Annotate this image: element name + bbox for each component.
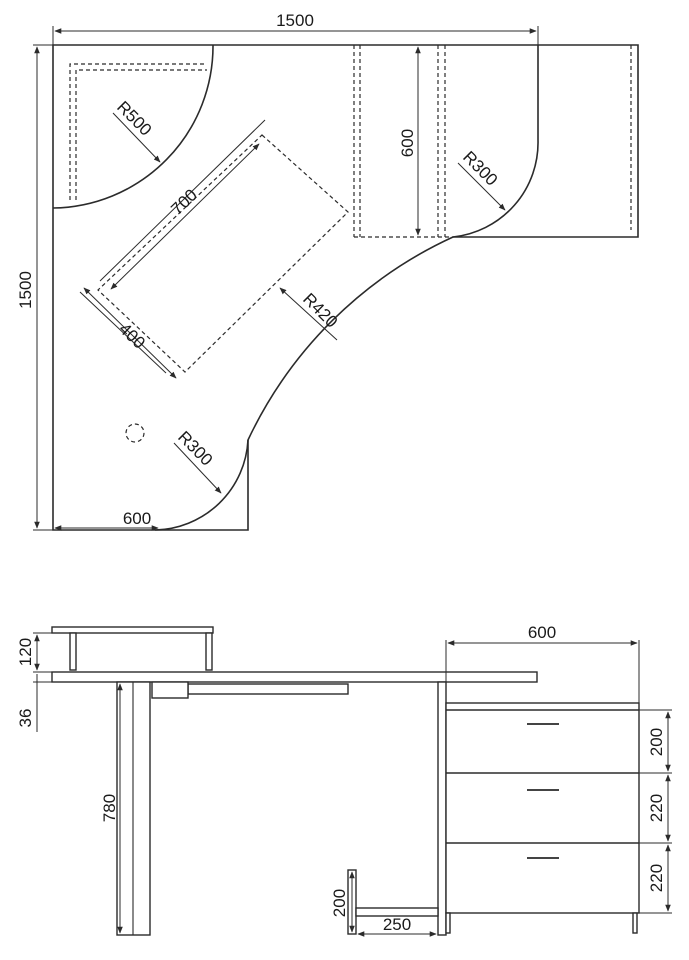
dim-label-right-radius: R300 <box>459 147 501 189</box>
bottom-left-fillet <box>154 439 249 531</box>
corner-shelf-outline <box>69 63 207 200</box>
foot-bracket-bar <box>355 907 439 917</box>
keyboard-tray <box>187 683 349 695</box>
front-view: 120 36 780 600 200 220 220 200 250 <box>16 623 672 937</box>
dim-label-bottom-width: 600 <box>123 509 151 528</box>
dim-label-corner-radius: R500 <box>113 97 155 139</box>
keyboard-tray-outline <box>97 134 349 373</box>
shelf-post-right <box>205 632 213 671</box>
dim-line-right-radius <box>457 162 506 211</box>
dim-line-keyboard-length <box>110 143 260 290</box>
shelf-top <box>51 626 214 634</box>
dim-label-bottom-radius: R300 <box>174 427 216 469</box>
cabinet-foot-right <box>632 912 638 934</box>
cabinet-side-panel <box>437 681 447 936</box>
dim-label-cabinet-width: 600 <box>528 623 556 642</box>
dim-label-depth: 1500 <box>16 271 35 309</box>
dim-label-width: 1500 <box>276 11 314 30</box>
drawer-cabinet <box>445 702 640 914</box>
dim-label-drawer-3: 220 <box>647 864 666 892</box>
cabinet-panel-left <box>353 45 361 237</box>
dim-line-keyboard-width <box>83 287 177 379</box>
dim-label-foot-length: 250 <box>383 915 411 934</box>
dim-label-leg-height: 780 <box>100 794 119 822</box>
desk-top-outline <box>52 44 639 531</box>
top-right-fillet <box>452 45 539 238</box>
tray-support <box>151 681 189 699</box>
dim-label-shelf-height: 120 <box>16 638 35 666</box>
top-view: 1500 1500 R500 600 R300 700 400 R420 R30… <box>16 11 639 531</box>
dim-label-panel-width: 600 <box>398 129 417 157</box>
dim-label-top-thickness: 36 <box>16 709 35 728</box>
cable-hole <box>125 423 145 443</box>
dim-label-keyboard-length: 700 <box>167 185 201 218</box>
dim-line-inner-radius <box>279 287 338 341</box>
dim-label-foot-height: 200 <box>330 889 349 917</box>
desktop-slab <box>51 671 538 683</box>
cabinet-panel-right <box>437 45 446 237</box>
shelf-post-left <box>69 632 77 671</box>
dim-line-bottom-radius <box>173 442 222 494</box>
dim-label-drawer-2: 220 <box>647 794 666 822</box>
dim-label-drawer-1: 200 <box>647 728 666 756</box>
cabinet-foot-left <box>445 912 451 934</box>
dim-label-keyboard-width: 400 <box>115 319 149 352</box>
